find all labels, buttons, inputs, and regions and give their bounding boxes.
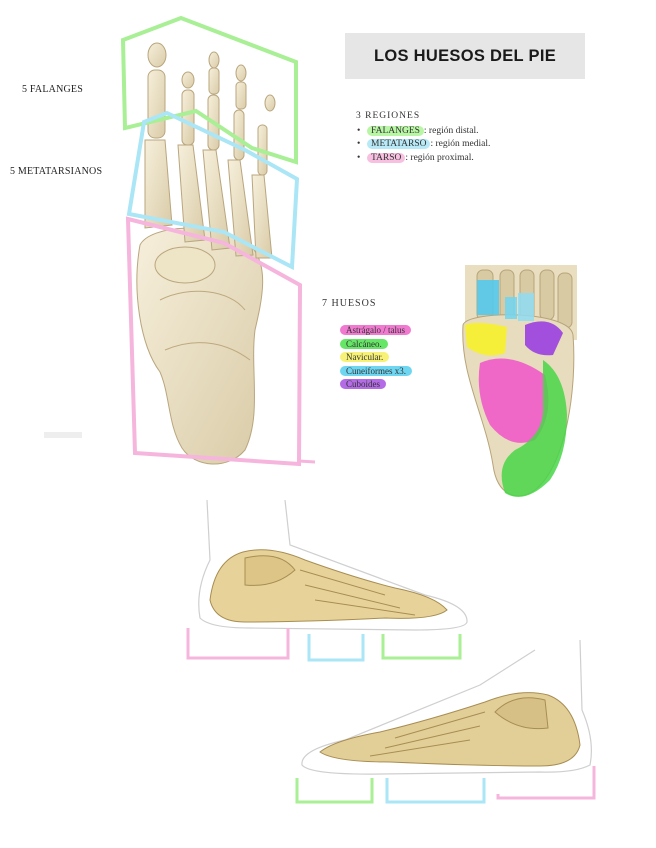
foot-lateral-upper-illustration (186, 500, 468, 662)
bone-item-cuneiforms: Cuneiformes x3. (322, 365, 412, 379)
regions-list: 3 REGIONES FALANGES: región distal. META… (356, 110, 490, 165)
phalanges-label: 5 FALANGES (22, 84, 83, 95)
bone-item-calcaneus: Calcáneo. (322, 338, 412, 352)
page-title: LOS HUESOS DEL PIE (373, 46, 557, 65)
tarsal-bones-heading: 7 HUESOS (322, 298, 377, 309)
region-item-phalanges: FALANGES: región distal. (357, 125, 490, 139)
region-name: METATARSO (367, 139, 431, 149)
title-box: LOS HUESOS DEL PIE (345, 33, 585, 79)
bone-item-talus: Astrágalo / talus (322, 324, 412, 338)
tarsal-bones-list: 7 HUESOS Astrágalo / talus Calcáneo. Nav… (322, 298, 412, 392)
region-desc: : región medial. (430, 139, 491, 149)
metatarsals-label: 5 METATARSIANOS (10, 166, 103, 177)
regions-heading: 3 REGIONES (356, 111, 421, 121)
foot-plantar-colored-illustration (462, 265, 577, 497)
region-desc: : región proximal. (405, 152, 474, 163)
foot-lateral-lower-illustration (295, 640, 596, 804)
region-name: TARSO (367, 152, 406, 163)
region-desc: : región distal. (423, 125, 479, 136)
bone-item-cuboid: Cuboides (322, 378, 412, 392)
region-item-metatarsus: METATARSO: región medial. (357, 138, 491, 152)
bone-item-navicular: Navicular. (322, 351, 412, 365)
region-item-tarsus: TARSO: región proximal. (357, 152, 490, 166)
region-name: FALANGES (367, 125, 424, 136)
